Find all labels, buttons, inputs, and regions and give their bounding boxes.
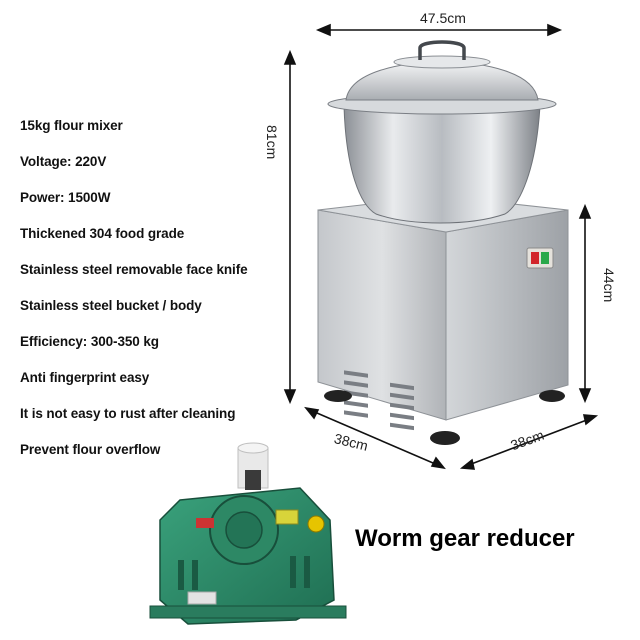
spec-power: Power: 1500W — [20, 190, 111, 205]
mixer-base — [317, 195, 569, 445]
gear-reducer-caption: Worm gear reducer — [355, 525, 575, 552]
spec-capacity: 15kg flour mixer — [20, 118, 123, 133]
mixer-bowl — [327, 40, 557, 224]
spec-overflow: Prevent flour overflow — [20, 442, 161, 457]
mixer-feet — [324, 390, 565, 445]
spec-fingerprint: Anti fingerprint easy — [20, 370, 150, 385]
spec-bucket: Stainless steel bucket / body — [20, 298, 202, 313]
spec-rust: It is not easy to rust after cleaning — [20, 406, 236, 421]
dimension-bowl-width: 47.5cm — [420, 10, 466, 26]
power-switch — [526, 247, 554, 269]
dimension-lines — [283, 23, 599, 470]
vent-slots — [344, 370, 414, 431]
dimension-total-height: 81cm — [264, 125, 280, 160]
spec-material: Thickened 304 food grade — [20, 226, 185, 241]
worm-gear-reducer — [149, 442, 347, 625]
spec-voltage: Voltage: 220V — [20, 154, 107, 169]
spec-efficiency: Efficiency: 300-350 kg — [20, 334, 159, 349]
spec-knife: Stainless steel removable face knife — [20, 262, 248, 277]
spec-list: 15kg flour mixer Voltage: 220V Power: 15… — [20, 108, 270, 468]
dimension-base-height: 44cm — [601, 268, 617, 303]
